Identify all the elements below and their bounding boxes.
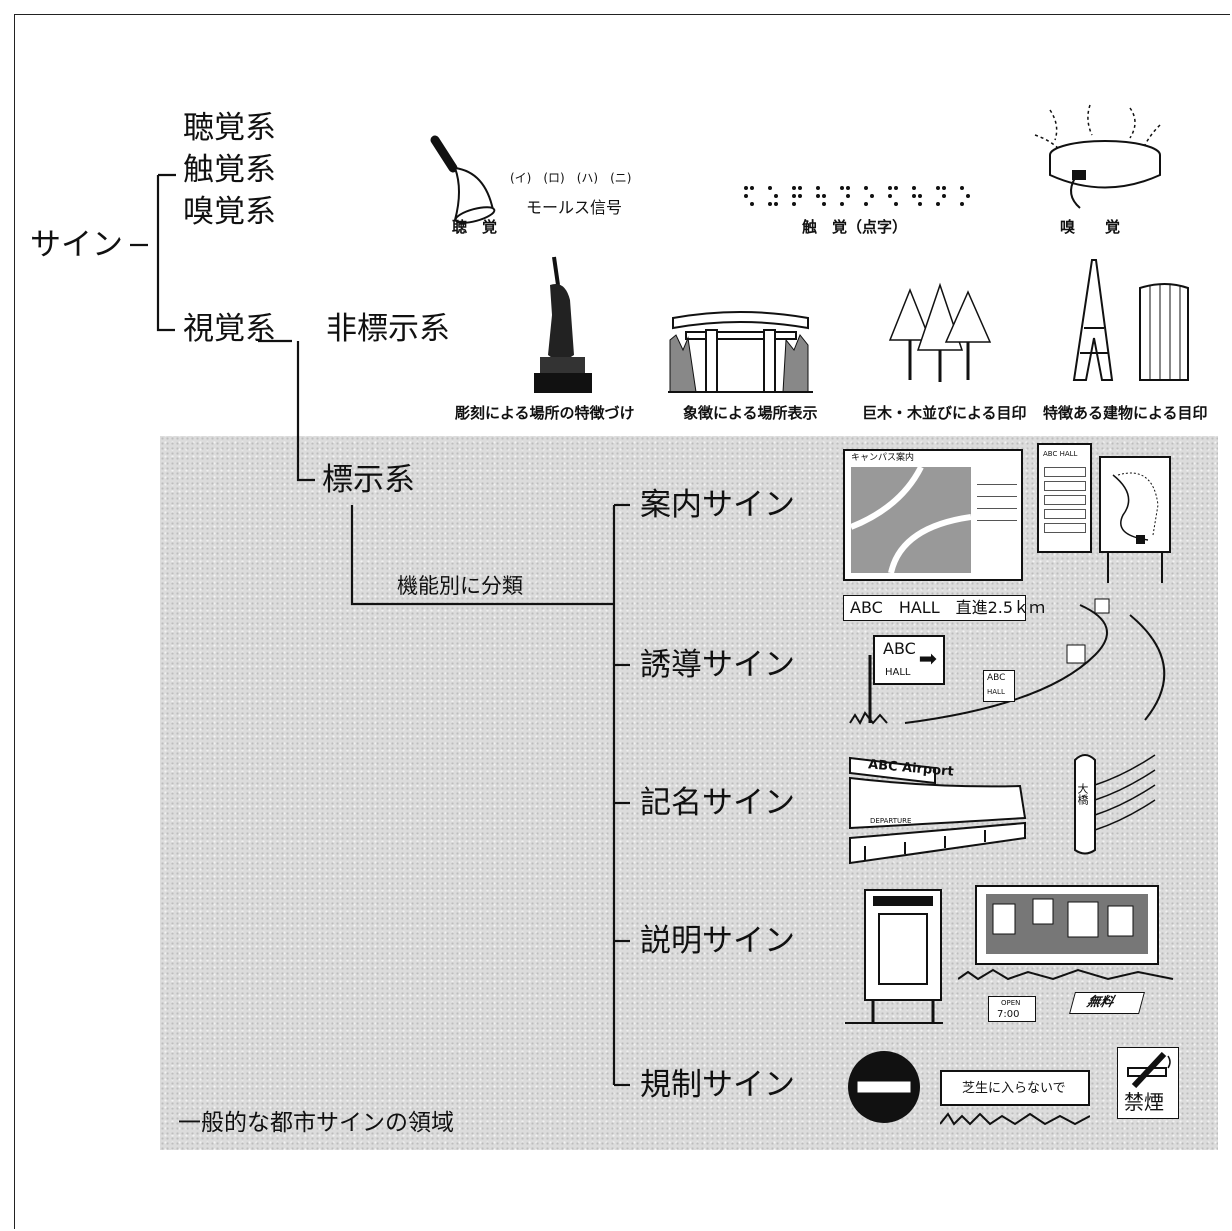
bulletin-board-icon xyxy=(958,885,1174,981)
braille-caption: 触 覚（点字） xyxy=(802,218,908,236)
morse-marks: (イ) (ロ) (ハ) (ニ) xyxy=(510,171,632,185)
direction-sign-line2: HALL xyxy=(885,667,911,678)
caption-buildings: 特徴ある建物による目印 xyxy=(1043,404,1208,422)
road-sign-text: ABC HALL 直進2.5ｋｍ xyxy=(850,598,1046,617)
urban-sign-area xyxy=(160,436,1218,1150)
morse-caption: モールス信号 xyxy=(526,198,623,217)
root-label: サイン xyxy=(30,227,123,263)
campus-map-board: キャンパス案内 xyxy=(843,449,1023,581)
bell-icon xyxy=(430,135,496,224)
category-guidance: 案内サイン xyxy=(640,487,795,523)
road-icon xyxy=(849,598,1166,726)
directory-title: ABC HALL xyxy=(1043,450,1078,458)
no-smoking-icon xyxy=(1127,1052,1171,1088)
torii-icon xyxy=(668,311,813,393)
aroma-diffuser-icon xyxy=(1034,104,1161,209)
category-directional: 誘導サイン xyxy=(640,647,795,683)
campus-map-title: キャンパス案内 xyxy=(851,453,915,463)
caption-trees: 巨木・木並びによる目印 xyxy=(862,404,1027,422)
touch-label: 触覚系 xyxy=(183,152,276,188)
trail-map-icon xyxy=(1099,456,1171,583)
area-label: 一般的な都市サインの領域 xyxy=(178,1110,454,1136)
sign-label: 標示系 xyxy=(322,462,415,498)
vision-label: 視覚系 xyxy=(183,311,276,347)
free-sign: 無料 xyxy=(1069,992,1145,1014)
no-lawn-text: 芝生に入らないで xyxy=(962,1081,1066,1096)
campus-map-legend xyxy=(977,473,1017,521)
open-hours-sign: OPEN 7:00 xyxy=(988,996,1036,1022)
no-smoking-text: 禁煙 xyxy=(1124,1090,1164,1114)
diagram-frame xyxy=(14,14,1230,1229)
road-sign: ABC HALL 直進2.5ｋｍ xyxy=(843,595,1045,621)
category-regulation: 規制サイン xyxy=(640,1067,795,1103)
caption-symbol: 象徴による場所表示 xyxy=(683,404,818,422)
direction-sign: ABC HALL ➡ xyxy=(873,635,945,685)
airport-building-icon xyxy=(849,756,1027,865)
campus-map-icon xyxy=(851,467,971,573)
no-lawn-sign: 芝生に入らないで xyxy=(940,1070,1090,1126)
grass-icon xyxy=(940,1112,1090,1126)
non-sign-label: 非標示系 xyxy=(326,311,450,347)
category-identification: 記名サイン xyxy=(640,785,795,821)
notice-board-icon xyxy=(845,889,943,1024)
trees-icon xyxy=(888,282,992,382)
arrow-right-icon: ➡ xyxy=(918,647,937,672)
departure-label: DEPARTURE xyxy=(870,817,912,825)
open-label: OPEN xyxy=(1001,999,1021,1007)
caption-sculpture: 彫刻による場所の特徴づけ xyxy=(455,404,635,422)
no-smoking-sign: 禁煙 xyxy=(1117,1047,1179,1119)
buildings-icon xyxy=(1072,259,1189,381)
small-sign-line1: ABC xyxy=(987,673,1006,683)
open-time: 7:00 xyxy=(997,1009,1020,1020)
no-lawn-panel: 芝生に入らないで xyxy=(940,1070,1090,1106)
hearing-caption: 聴 覚 xyxy=(452,218,498,236)
no-entry-icon xyxy=(848,1051,920,1123)
directory-rows xyxy=(1044,467,1086,533)
classify-label: 機能別に分類 xyxy=(397,574,523,598)
braille-icon xyxy=(744,186,970,206)
bridge-pillar-icon xyxy=(1074,754,1156,855)
smell-label: 嗅覚系 xyxy=(183,194,276,230)
direction-sign-line1: ABC xyxy=(883,639,916,658)
directory-board: ABC HALL xyxy=(1037,443,1092,553)
free-text: 無料 xyxy=(1085,995,1116,1010)
statue-icon xyxy=(534,256,592,393)
small-direction-sign: ABC HALL xyxy=(983,670,1015,702)
category-explanation: 説明サイン xyxy=(640,923,795,959)
bridge-name: 大橋 xyxy=(1076,783,1089,805)
smell-caption: 嗅 覚 xyxy=(1060,218,1121,236)
small-sign-line2: HALL xyxy=(987,688,1005,696)
hearing-label: 聴覚系 xyxy=(183,110,276,146)
